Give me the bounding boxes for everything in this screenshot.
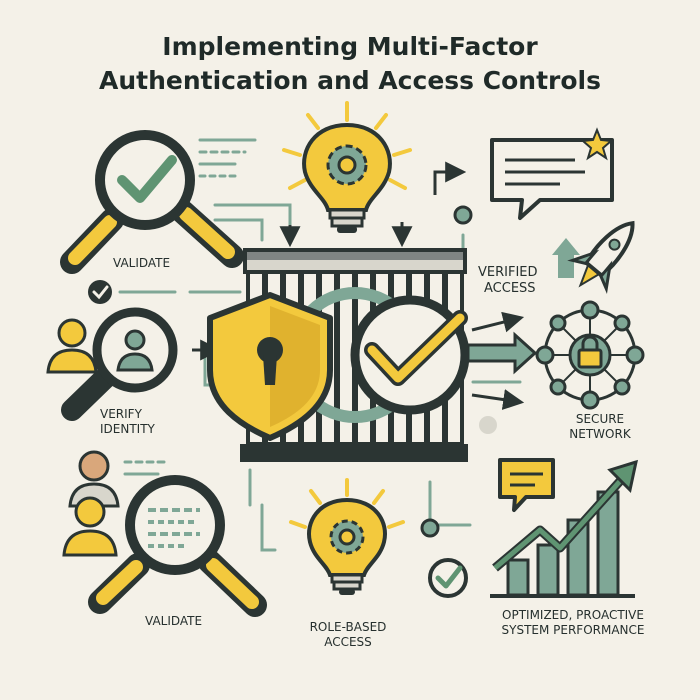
lightbulb-gear-icon (289, 478, 405, 595)
title-line-1: Implementing Multi-Factor (162, 32, 538, 61)
magnifier-check-icon (60, 130, 244, 274)
validate-top-label: VALIDATE (113, 256, 171, 270)
verified-access-label: VERIFIED ACCESS (478, 265, 538, 296)
network-lock-icon (535, 300, 645, 410)
validate-bottom-label: VALIDATE (145, 614, 203, 628)
chat-icon (498, 458, 555, 512)
system-performance-label: OPTIMIZED, PROACTIVE SYSTEM PERFORMANCE (501, 608, 645, 637)
check-circle-icon (88, 280, 112, 304)
rocket-icon (567, 220, 635, 294)
node-dot (420, 518, 440, 538)
shield-lock-icon (207, 292, 333, 441)
check-circle-icon (428, 558, 468, 598)
up-arrow (552, 238, 580, 278)
big-arrows (466, 331, 538, 375)
role-based-access-label: ROLE-BASED ACCESS (309, 620, 387, 649)
node-dot (479, 416, 497, 434)
verify-identity-label: VERIFY IDENTITY (100, 407, 155, 436)
node-dot (453, 205, 473, 225)
chat-star-icon (490, 127, 614, 220)
magnifier-list-icon (88, 475, 267, 617)
lightbulb-gear-icon (282, 101, 412, 233)
user-group-icon (62, 450, 120, 557)
check-circle-icon (350, 295, 470, 415)
secure-network-label: SECURE NETWORK (569, 412, 631, 441)
title-line-2: Authentication and Access Controls (99, 66, 601, 95)
arrows (192, 161, 525, 410)
magnifier-user-icon (61, 307, 178, 421)
growth-chart-icon (490, 459, 639, 598)
page-title: Implementing Multi-Factor Authentication… (0, 30, 700, 98)
user-icon (46, 318, 98, 374)
